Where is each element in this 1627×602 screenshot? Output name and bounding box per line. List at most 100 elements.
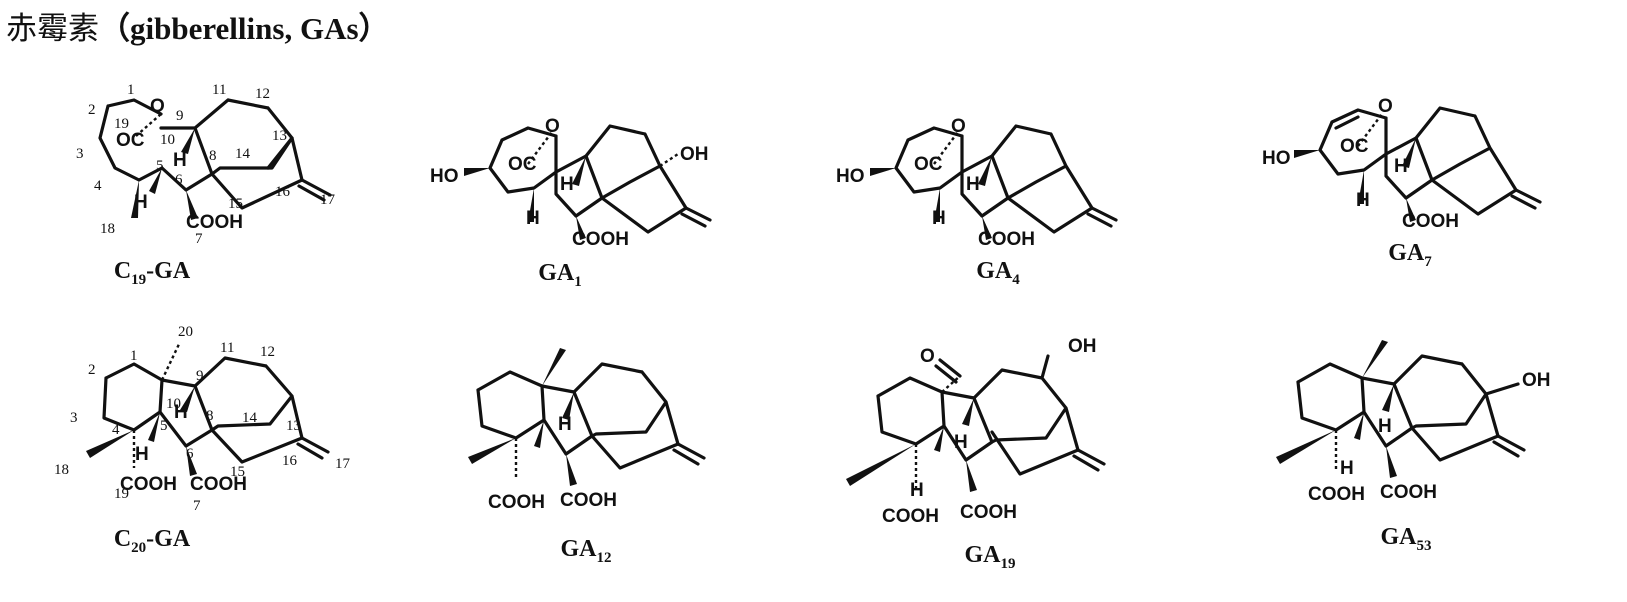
ga19-skeleton: O OH H H COOH COOH bbox=[846, 336, 1106, 527]
atom-ho: HO bbox=[836, 166, 865, 187]
atom-cooh: COOH bbox=[190, 474, 247, 495]
locant: 9 bbox=[176, 108, 184, 124]
locant: 13 bbox=[272, 128, 287, 144]
locant: 4 bbox=[112, 422, 120, 438]
locant: 19 bbox=[114, 486, 129, 502]
structure-ga1: O OC HO OH H H COOH GA1 bbox=[420, 110, 800, 370]
atom-cooh: COOH bbox=[1402, 211, 1459, 232]
locant: 13 bbox=[286, 418, 301, 434]
ga7-skeleton: O OC HO H H COOH bbox=[1262, 96, 1542, 232]
locant: 9 bbox=[196, 368, 204, 384]
atom-cooh: COOH bbox=[960, 502, 1017, 523]
atom-oh: OH bbox=[1522, 370, 1551, 391]
page-title: 赤霉素（gibberellins, GAs） bbox=[6, 10, 390, 48]
locant: 4 bbox=[94, 178, 102, 194]
atom-oc: OC bbox=[1340, 136, 1369, 157]
locant: 7 bbox=[193, 498, 201, 514]
structure-label: GA19 bbox=[964, 542, 1016, 572]
locant: 5 bbox=[156, 158, 164, 174]
locant: 3 bbox=[76, 146, 84, 162]
structure-label: GA4 bbox=[976, 258, 1020, 288]
title-en: （gibberellins, GAs） bbox=[99, 11, 390, 46]
atom-h: H bbox=[1340, 458, 1354, 479]
locant: 20 bbox=[178, 324, 193, 340]
structure-ga4: O OC HO H H COOH GA4 bbox=[826, 110, 1206, 370]
structure-c19-ga: O OC H H COOH 1 2 3 4 5 6 7 8 9 10 11 12… bbox=[30, 78, 410, 338]
locant: 17 bbox=[320, 192, 336, 208]
atom-h: H bbox=[526, 208, 540, 229]
locant: 16 bbox=[282, 453, 298, 469]
ga1-skeleton: O OC HO OH H H COOH bbox=[430, 116, 712, 250]
ga12-skeleton: H COOH COOH bbox=[468, 348, 706, 513]
atom-h: H bbox=[932, 208, 946, 229]
locant: 8 bbox=[206, 408, 214, 424]
locant: 16 bbox=[275, 184, 291, 200]
atom-o: O bbox=[920, 346, 935, 367]
atom-h: H bbox=[558, 414, 572, 435]
atom-oc: OC bbox=[116, 130, 145, 151]
atom-h: H bbox=[174, 402, 188, 423]
locant: 7 bbox=[195, 231, 203, 247]
locant: 1 bbox=[127, 82, 135, 98]
locant: 6 bbox=[175, 172, 183, 188]
locant: 5 bbox=[160, 418, 168, 434]
ga53-skeleton: OH H H COOH COOH bbox=[1276, 340, 1551, 505]
structure-label: C19-GA bbox=[113, 258, 191, 288]
locant: 1 bbox=[130, 348, 138, 364]
c20-ga-skeleton: H H COOH COOH 1 2 3 4 5 6 7 8 9 10 11 12… bbox=[54, 324, 351, 514]
locant: 14 bbox=[242, 410, 258, 426]
atom-h: H bbox=[1378, 416, 1392, 437]
atom-oh: OH bbox=[680, 144, 709, 165]
atom-cooh: COOH bbox=[560, 490, 617, 511]
atom-o: O bbox=[951, 116, 966, 137]
atom-ho: HO bbox=[1262, 148, 1291, 169]
structure-ga53: OH H H COOH COOH GA53 bbox=[1240, 336, 1620, 596]
locant: 12 bbox=[260, 344, 275, 360]
atom-o: O bbox=[150, 96, 165, 117]
atom-cooh: COOH bbox=[488, 492, 545, 513]
atom-oh: OH bbox=[1068, 336, 1097, 357]
atom-h: H bbox=[134, 192, 148, 213]
atom-h: H bbox=[173, 150, 187, 171]
structure-label: C20-GA bbox=[113, 526, 191, 556]
atom-oc: OC bbox=[914, 154, 943, 175]
locant: 18 bbox=[100, 221, 115, 237]
atom-h: H bbox=[954, 432, 968, 453]
atom-h: H bbox=[1394, 156, 1408, 177]
atom-cooh: COOH bbox=[882, 506, 939, 527]
locant: 14 bbox=[235, 146, 251, 162]
atom-h: H bbox=[966, 174, 980, 195]
locant: 12 bbox=[255, 86, 270, 102]
atom-o: O bbox=[545, 116, 560, 137]
locant: 15 bbox=[228, 196, 243, 212]
c19-ga-skeleton: O OC H H COOH 1 2 3 4 5 6 7 8 9 10 11 12… bbox=[76, 82, 336, 247]
atom-cooh: COOH bbox=[1308, 484, 1365, 505]
locant: 11 bbox=[220, 340, 234, 356]
structure-ga12: H COOH COOH GA12 bbox=[420, 340, 800, 600]
title-zh: 赤霉素 bbox=[6, 11, 99, 47]
locant: 19 bbox=[114, 116, 129, 132]
locant: 8 bbox=[209, 148, 217, 164]
locant: 10 bbox=[166, 396, 181, 412]
atom-h: H bbox=[135, 444, 149, 465]
locant: 18 bbox=[54, 462, 69, 478]
structure-label: GA53 bbox=[1380, 524, 1432, 554]
locant: 6 bbox=[186, 446, 194, 462]
structure-label: GA7 bbox=[1388, 240, 1432, 270]
ga4-skeleton: O OC HO H H COOH bbox=[836, 116, 1118, 250]
locant: 10 bbox=[160, 132, 175, 148]
structure-ga7: O OC HO H H COOH GA7 bbox=[1250, 92, 1627, 352]
atom-oc: OC bbox=[508, 154, 537, 175]
structure-c20-ga: H H COOH COOH 1 2 3 4 5 6 7 8 9 10 11 12… bbox=[30, 324, 410, 590]
atom-o: O bbox=[1378, 96, 1393, 117]
locant: 15 bbox=[230, 464, 245, 480]
atom-cooh: COOH bbox=[572, 229, 629, 250]
structure-ga19: O OH H H COOH COOH GA19 bbox=[820, 336, 1200, 596]
locant: 2 bbox=[88, 102, 96, 118]
atom-h: H bbox=[1356, 190, 1370, 211]
atom-h: H bbox=[560, 174, 574, 195]
atom-ho: HO bbox=[430, 166, 459, 187]
structure-label: GA1 bbox=[538, 260, 582, 290]
locant: 17 bbox=[335, 456, 351, 472]
atom-cooh: COOH bbox=[1380, 482, 1437, 503]
